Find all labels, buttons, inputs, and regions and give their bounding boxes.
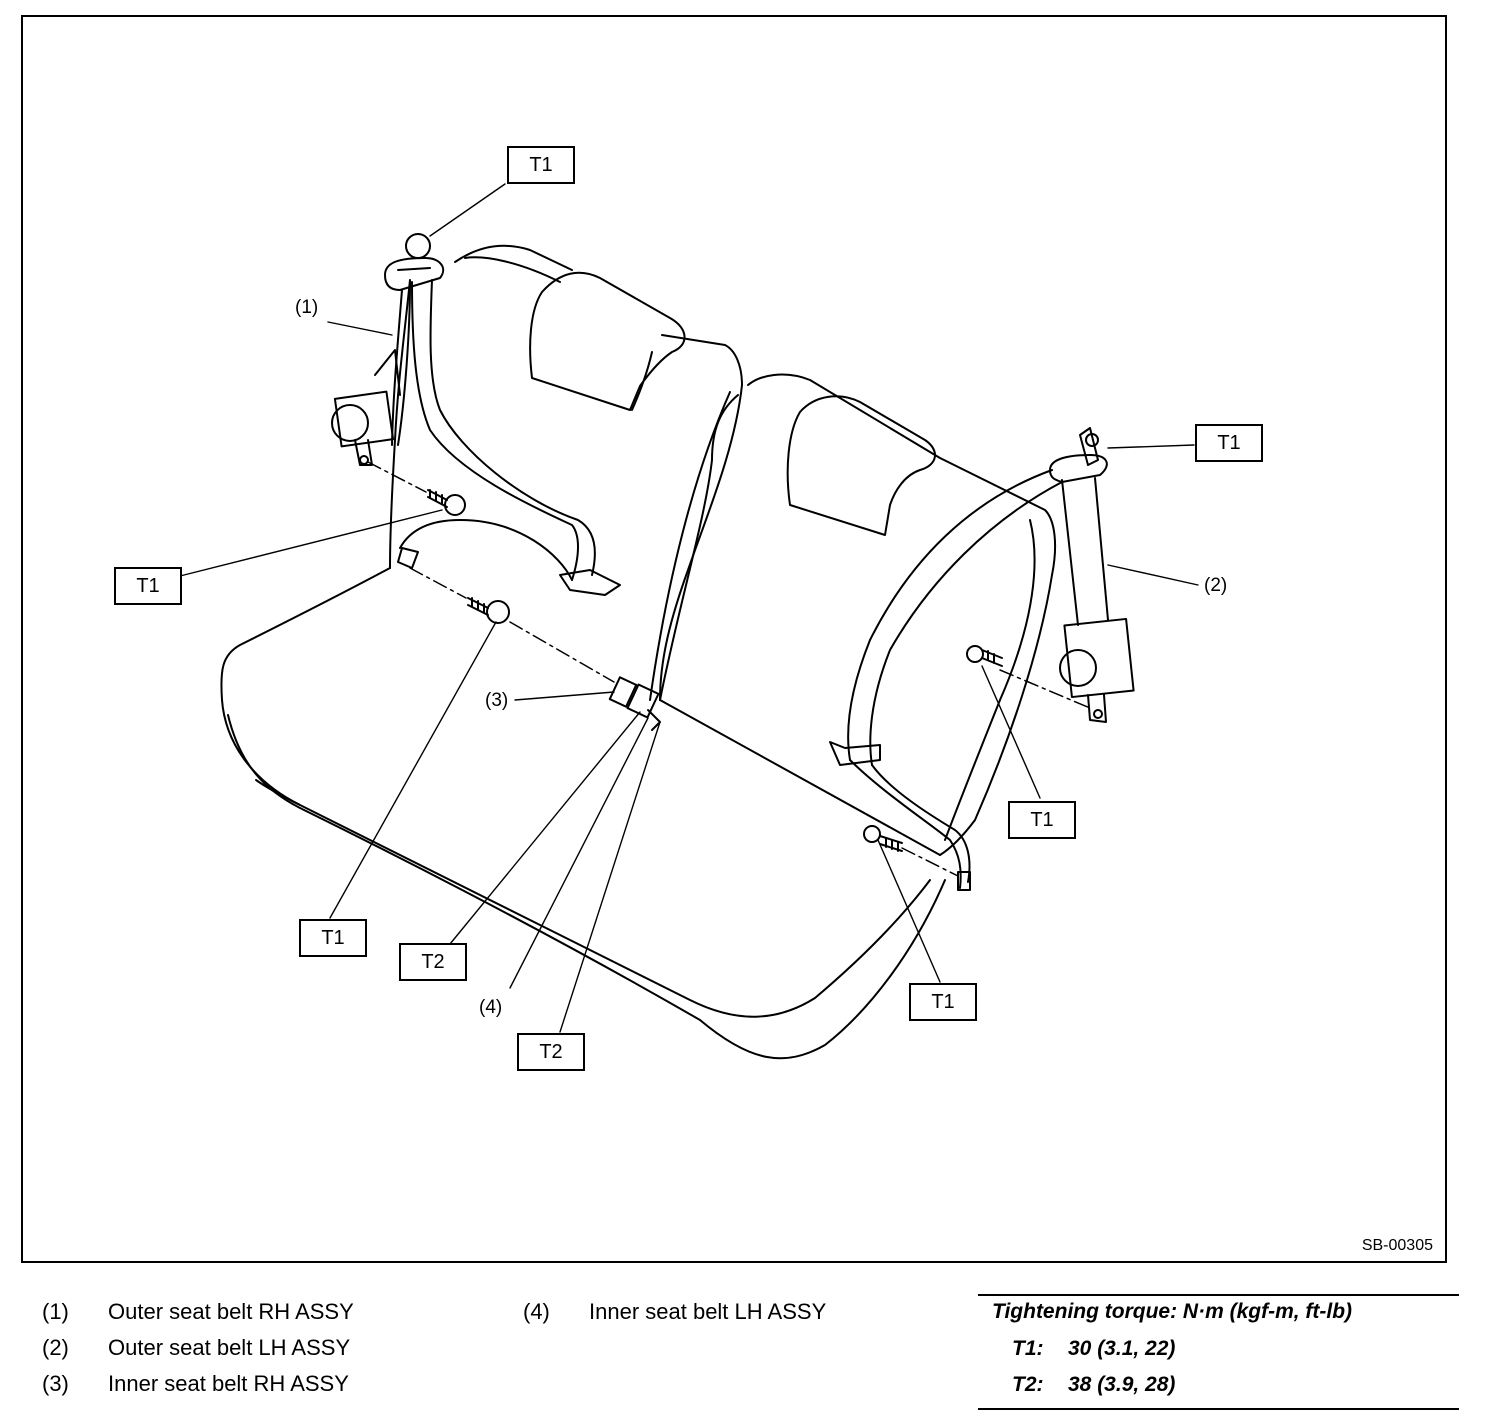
legend-label: Inner seat belt LH ASSY [589, 1299, 827, 1324]
torque-callout-t2-right: T2 [517, 1033, 585, 1071]
legend-label: Inner seat belt RH ASSY [108, 1371, 349, 1396]
legend-item: (3) Inner seat belt RH ASSY [42, 1366, 354, 1402]
legend-item: (1) Outer seat belt RH ASSY [42, 1294, 354, 1330]
bolt-lower-left [467, 597, 510, 624]
inner-buckle [608, 676, 661, 731]
torque-callout-t1-lower-right: T1 [909, 983, 977, 1021]
torque-callout-t1-right-top: T1 [1195, 424, 1263, 462]
alignment-lines [367, 461, 1091, 877]
legend-label: Outer seat belt RH ASSY [108, 1299, 354, 1324]
torque-table-title: Tightening torque: N·m (kgf-m, ft-lb) [992, 1300, 1353, 1323]
figure-id: SB-00305 [1361, 1237, 1433, 1254]
torque-code: T1: [1012, 1337, 1044, 1360]
bolt-upper-left [427, 489, 466, 516]
leader-lines [179, 183, 1199, 1033]
legend-label: Outer seat belt LH ASSY [108, 1335, 351, 1360]
headrest-lh [786, 395, 936, 536]
legend-num: (2) [42, 1335, 69, 1360]
torque-callout-t2-left: T2 [399, 943, 467, 981]
ref-label-3: (3) [485, 690, 509, 711]
ref-label-4: (4) [479, 997, 503, 1018]
legend-num: (4) [523, 1299, 550, 1324]
legend-column-2: (4) Inner seat belt LH ASSY [523, 1294, 826, 1330]
legend-num: (1) [42, 1299, 69, 1324]
legend-item: (4) Inner seat belt LH ASSY [523, 1294, 826, 1330]
torque-callout-t1-right-mid: T1 [1008, 801, 1076, 839]
outer-belt-rh [331, 233, 621, 596]
headrest-rh [529, 271, 686, 411]
torque-value: 30 (3.1, 22) [1068, 1337, 1176, 1360]
seat-cushion [220, 567, 946, 1060]
seat-back-lh [659, 373, 1057, 856]
legend-num: (3) [42, 1371, 69, 1396]
torque-value: 38 (3.9, 28) [1068, 1373, 1176, 1396]
torque-callout-t1-left: T1 [114, 567, 182, 605]
torque-callout-t1-lower-left: T1 [299, 919, 367, 957]
torque-row-t1: T1: 30 (3.1, 22) [1012, 1337, 1175, 1361]
seat-belt-diagram [179, 183, 1199, 1060]
bolt-right-mid [966, 645, 1003, 667]
torque-table: Tightening torque: N·m (kgf-m, ft-lb) T1… [978, 1294, 1459, 1410]
outer-belt-lh [829, 427, 1135, 891]
torque-callout-t1-top: T1 [507, 146, 575, 184]
ref-label-2: (2) [1204, 575, 1228, 596]
ref-label-1: (1) [295, 297, 319, 318]
bolt-right-lower [863, 825, 903, 852]
legend-item: (2) Outer seat belt LH ASSY [42, 1330, 354, 1366]
torque-code: T2: [1012, 1373, 1044, 1396]
legend-column-1: (1) Outer seat belt RH ASSY (2) Outer seat… [42, 1294, 354, 1402]
torque-row-t2: T2: 38 (3.9, 28) [1012, 1373, 1175, 1397]
figure-frame: T1 T1 T1 T1 T1 T1 T2 T2 (1) (2) (3) (4) … [21, 15, 1447, 1263]
